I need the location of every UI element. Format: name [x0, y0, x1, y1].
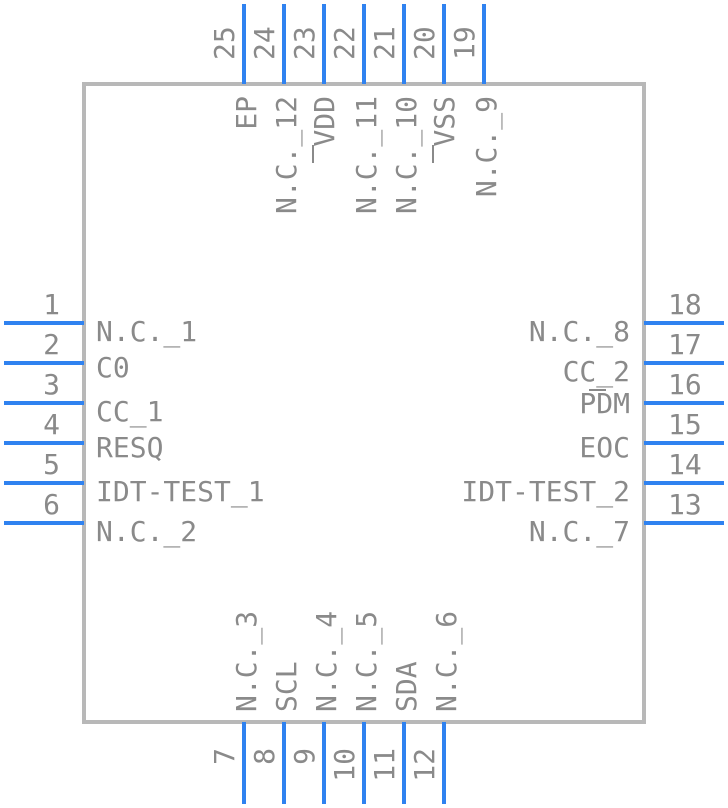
pin-7-number: 7 — [208, 748, 241, 765]
pin-13-name: N.C._7 — [529, 515, 630, 549]
pin-1-number: 1 — [43, 288, 60, 321]
pin-2-name: C0 — [96, 351, 130, 384]
pin-13-number: 13 — [668, 488, 702, 521]
pin-17-name: CC_2 — [563, 355, 630, 389]
pin-14-name: IDT-TEST_2 — [461, 475, 630, 509]
bottom-pins: 7 8 9 10 11 12 N.C._3 SCL N.C._4 N.C._5 … — [208, 611, 464, 804]
pin-3-name: CC_1 — [96, 395, 163, 429]
pin-19-number: 19 — [448, 26, 481, 60]
pin-5-number: 5 — [43, 448, 60, 481]
pin-10-number: 10 — [328, 748, 361, 782]
pin-1-name: N.C._1 — [96, 315, 197, 349]
pin-24-name: N.C._12 — [270, 96, 304, 214]
pin-20-number: 20 — [408, 26, 441, 60]
pin-16-name: PDM — [579, 387, 630, 420]
left-pins: 1 2 3 4 5 6 N.C._1 C0 CC_1 RESQ IDT-TEST… — [4, 288, 265, 549]
pin-2-number: 2 — [43, 328, 60, 361]
pin-5-name: IDT-TEST_1 — [96, 475, 265, 509]
pin-25-number: 25 — [208, 26, 241, 60]
pin-16-number: 16 — [668, 368, 702, 401]
pin-4-number: 4 — [43, 408, 60, 441]
pin-3-number: 3 — [43, 368, 60, 401]
pin-6-number: 6 — [43, 488, 60, 521]
pin-8-number: 8 — [248, 748, 281, 765]
right-pins: 18 17 16 15 14 13 N.C._8 CC_2 PDM EOC ID… — [461, 288, 724, 549]
pin-24-number: 24 — [248, 26, 281, 60]
pin-17-number: 17 — [668, 328, 702, 361]
pin-21-name: N.C._10 — [390, 96, 424, 214]
pin-8-name: SCL — [270, 661, 303, 712]
top-pins: 25 24 23 22 21 20 19 EP N.C._12 VDD N.C.… — [208, 4, 504, 214]
pin-25-name: EP — [230, 96, 263, 130]
pin-23-name: VDD — [308, 96, 341, 147]
pin-15-name: EOC — [579, 431, 630, 464]
pin-9-name: N.C._4 — [310, 611, 344, 712]
pin-21-number: 21 — [368, 26, 401, 60]
pin-12-number: 12 — [408, 748, 441, 782]
pin-22-name: N.C._11 — [350, 96, 384, 214]
pin-20-name: VSS — [428, 96, 461, 147]
pin-18-number: 18 — [668, 288, 702, 321]
pin-11-number: 11 — [368, 748, 401, 782]
pin-7-name: N.C._3 — [230, 611, 264, 712]
pin-10-name: N.C._5 — [350, 611, 384, 712]
pin-19-name: N.C._9 — [470, 96, 504, 197]
pin-11-name: SDA — [390, 661, 423, 712]
pin-15-number: 15 — [668, 408, 702, 441]
pin-22-number: 22 — [328, 26, 361, 60]
pin-9-number: 9 — [288, 748, 321, 765]
pin-14-number: 14 — [668, 448, 702, 481]
pin-12-name: N.C._6 — [430, 611, 464, 712]
pin-6-name: N.C._2 — [96, 515, 197, 549]
pin-4-name: RESQ — [96, 431, 163, 464]
pin-23-number: 23 — [288, 26, 321, 60]
pin-18-name: N.C._8 — [529, 315, 630, 349]
